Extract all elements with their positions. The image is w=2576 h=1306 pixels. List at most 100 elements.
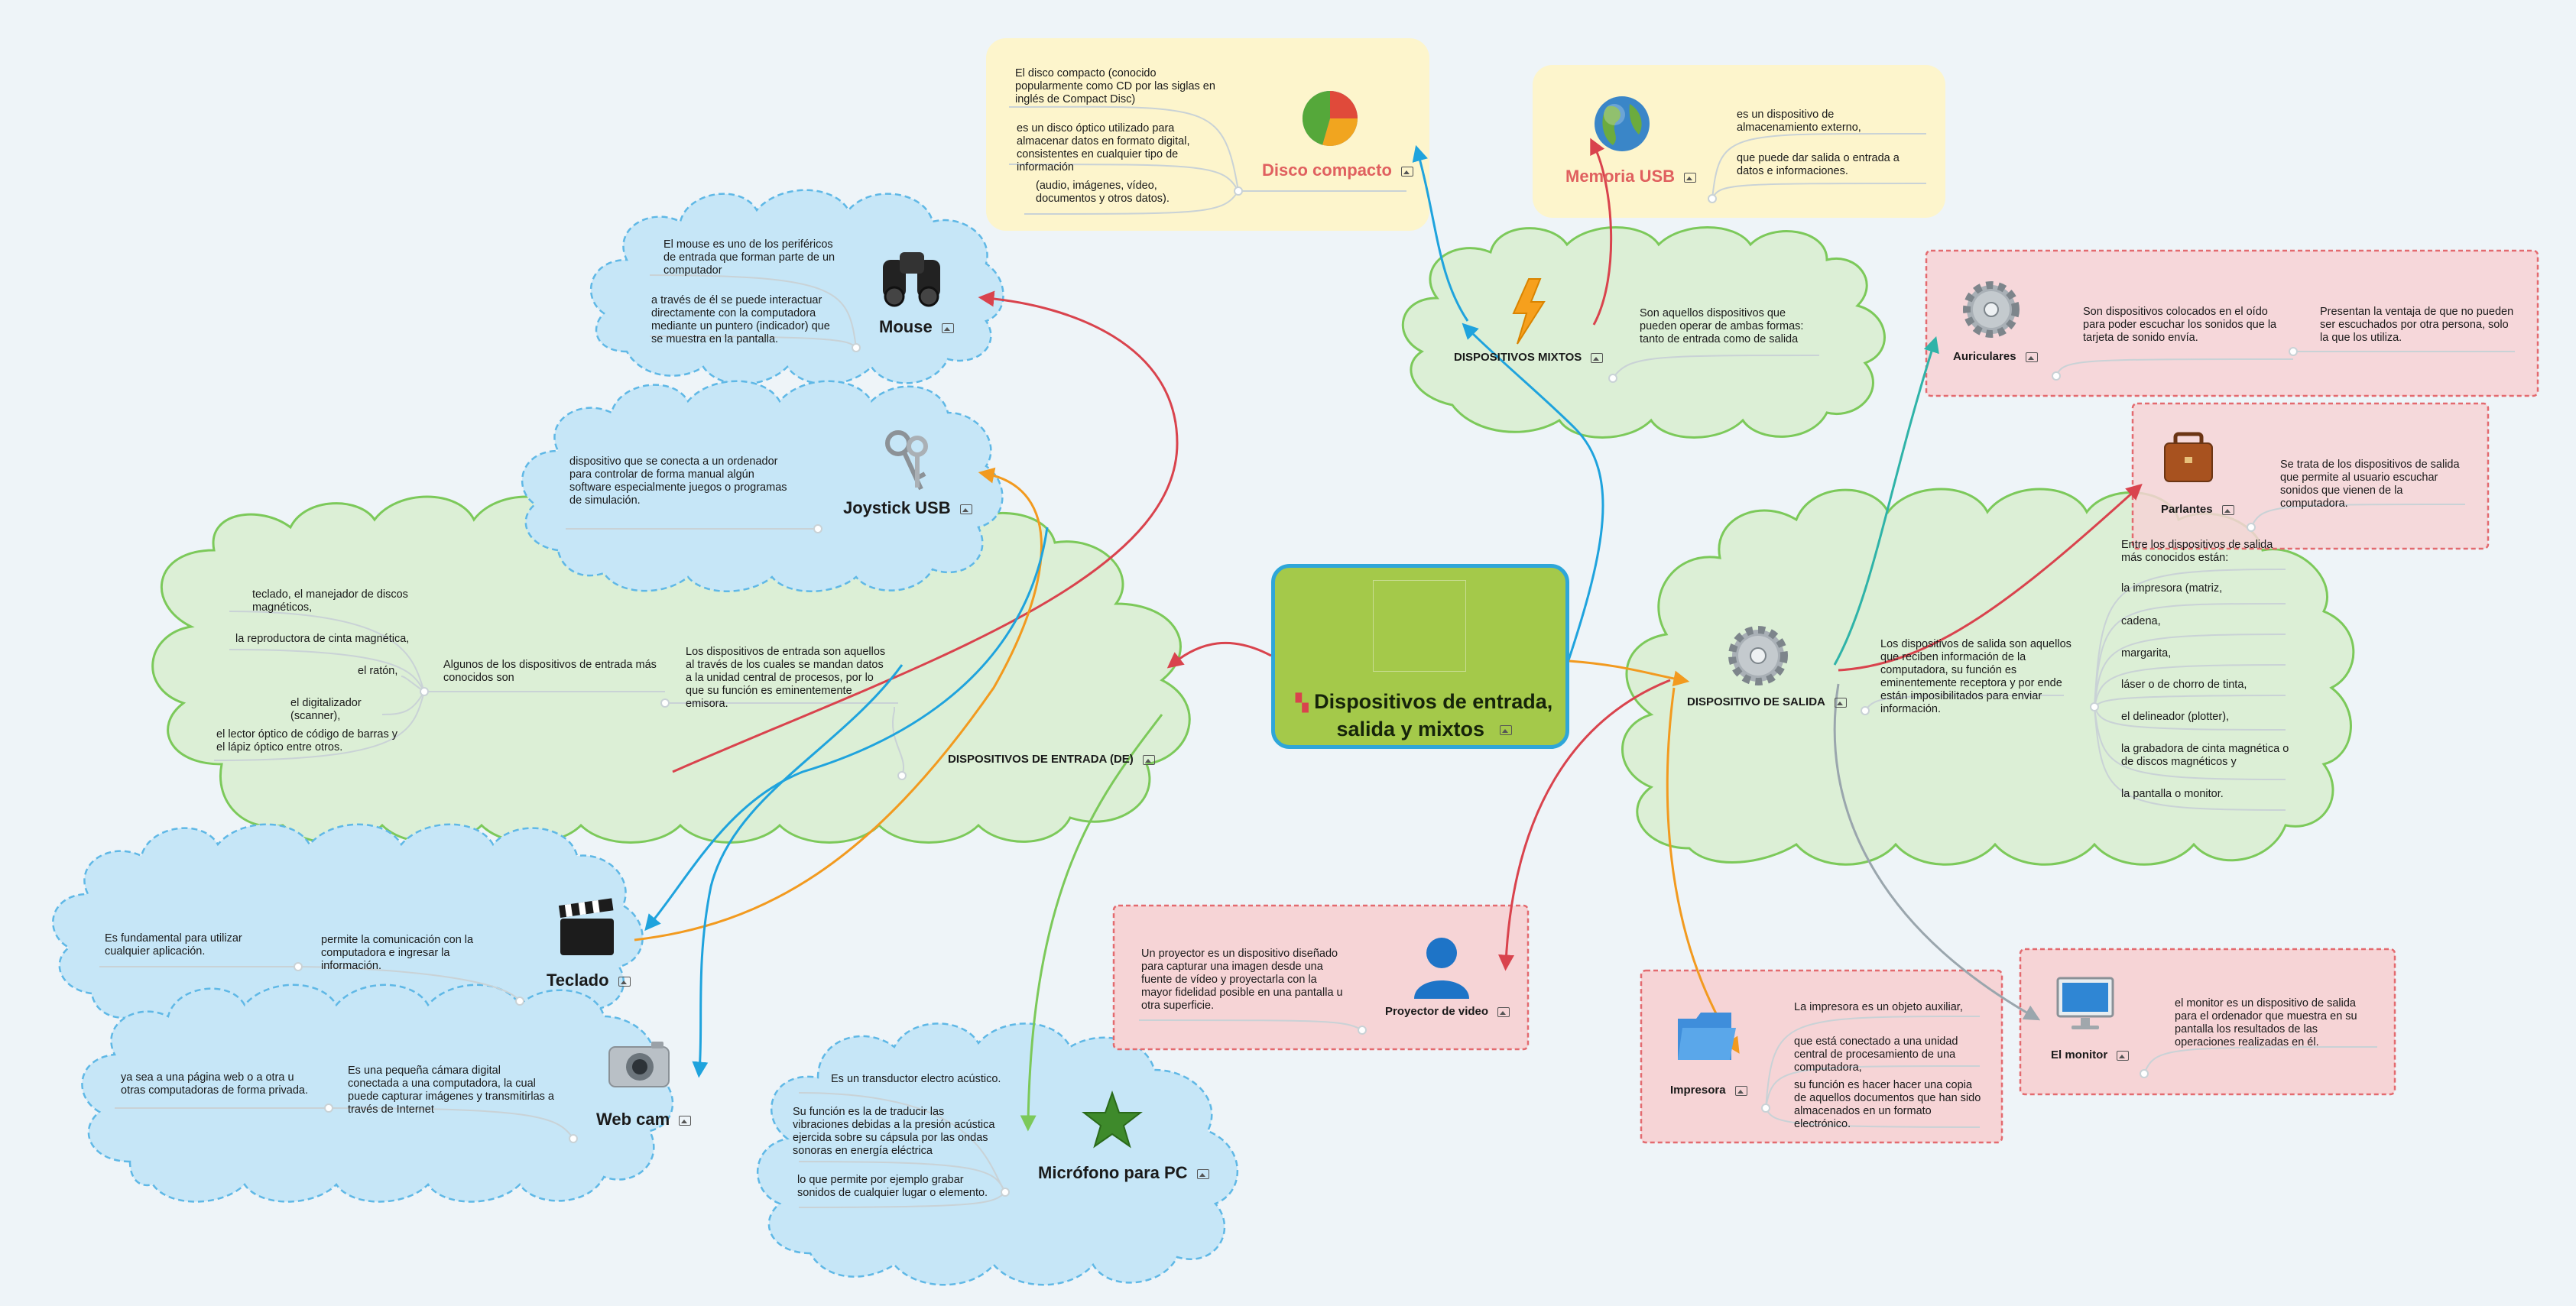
mixtos-text: Son aquellos dispositivos que pueden ope… [1640, 307, 1804, 345]
auriculares-text-1: Presentan la ventaja de que no pueden se… [2320, 306, 2514, 344]
connector-parlantes [1838, 483, 2143, 672]
folder-icon [1678, 1013, 1736, 1060]
entrada-example-0: teclado, el manejador de discos magnétic… [252, 588, 408, 614]
proyector-box [1112, 904, 1530, 1051]
image-icon[interactable] [1499, 725, 1512, 736]
image-icon[interactable] [1734, 1085, 1747, 1096]
image-icon[interactable] [618, 976, 631, 987]
monitor-label[interactable]: El monitor [2051, 1048, 2130, 1061]
image-icon[interactable] [2117, 1050, 2130, 1061]
star-icon [1082, 1090, 1143, 1149]
user-icon [1414, 938, 1469, 999]
globe-icon [1595, 96, 1650, 151]
image-icon[interactable] [2025, 352, 2038, 362]
image-icon[interactable] [679, 1115, 692, 1126]
image-icon[interactable] [1591, 352, 1604, 363]
image-icon[interactable] [1684, 172, 1697, 183]
disco-label[interactable]: Disco compacto [1262, 160, 1413, 180]
webcam-text-0: ya sea a una página web o a otra u otras… [121, 1071, 309, 1097]
connector-impresora [1666, 687, 1740, 1054]
central-topic[interactable]: ▚ Dispositivos de entrada, salida y mixt… [1271, 564, 1569, 749]
windows-logo-icon: ▚ [1295, 693, 1309, 712]
central-image-placeholder [1373, 580, 1466, 672]
mixtos-label[interactable]: DISPOSITIVOS MIXTOS [1454, 351, 1604, 364]
disco-text-2: (audio, imágenes, vídeo, documentos y ot… [1036, 180, 1170, 205]
connector-entrada [1166, 641, 1272, 669]
monitor-icon [2056, 977, 2114, 1029]
connector-monitor [1833, 683, 2041, 1021]
connector-proyector [1498, 679, 1671, 971]
salida-description: Los dispositivos de salida son aquellos … [1880, 638, 2072, 715]
salida-example-5: la grabadora de cinta magnética o de dis… [2121, 743, 2289, 768]
clapperboard-icon [558, 898, 614, 955]
central-title: ▚ Dispositivos de entrada, salida y mixt… [1295, 690, 1553, 740]
entrada-description: Los dispositivos de entrada son aquellos… [686, 646, 886, 710]
salida-example-3: láser o de chorro de tinta, [2121, 679, 2247, 691]
salida-examples-intro: Entre los dispositivos de salida más con… [2121, 539, 2273, 564]
impresora-text-1: que está conectado a una unidad central … [1794, 1035, 1958, 1074]
image-icon[interactable] [1497, 1006, 1510, 1017]
microfono-label[interactable]: Micrófono para PC [1038, 1163, 1209, 1183]
memoria-text-0: es un dispositivo de almacenamiento exte… [1737, 109, 1861, 134]
cloud-teclado [52, 823, 644, 1031]
salida-example-4: el delineador (plotter), [2121, 711, 2230, 723]
camera-icon [608, 1042, 670, 1087]
disco-text-1: es un disco óptico utilizado para almace… [1017, 122, 1190, 173]
auriculares-label[interactable]: Auriculares [1953, 350, 2038, 363]
webcam-label[interactable]: Web cam [596, 1110, 692, 1129]
connector-mouse [672, 290, 1179, 773]
memoria-text-1: que puede dar salida o entrada a datos e… [1737, 152, 1900, 177]
mouse-text-0: El mouse es uno de los periféricos de en… [663, 238, 835, 277]
connector-microfono [1020, 714, 1163, 1132]
mouse-label[interactable]: Mouse [879, 317, 954, 337]
image-icon[interactable] [1196, 1168, 1209, 1179]
impresora-text-2: su función es hacer hacer una copia de a… [1794, 1079, 1981, 1130]
proyector-label[interactable]: Proyector de video [1385, 1005, 1510, 1018]
teclado-text-1: permite la comunicación con la computado… [321, 934, 474, 972]
salida-example-1: cadena, [2121, 615, 2161, 627]
briefcase-icon [2164, 432, 2213, 482]
image-icon[interactable] [941, 322, 954, 333]
teclado-text-0: Es fundamental para utilizar cualquier a… [105, 932, 242, 958]
impresora-text-0: La impresora es un objeto auxiliar, [1794, 1001, 1963, 1013]
pie-chart-icon [1302, 90, 1358, 147]
connector-teclado [644, 527, 1049, 932]
joystick-text: dispositivo que se conecta a un ordenado… [569, 455, 787, 507]
microfono-text-1: Su función es la de traducir las vibraci… [793, 1106, 995, 1157]
entrada-example-4: el lector óptico de código de barras y e… [216, 728, 397, 753]
auriculares-text-0: Son dispositivos colocados en el oído pa… [2083, 306, 2277, 344]
connector-salida [1569, 659, 1690, 687]
image-icon[interactable] [1834, 697, 1847, 708]
image-icon[interactable] [1142, 754, 1155, 765]
image-icon[interactable] [1400, 166, 1413, 177]
connector-memoria [1590, 138, 1613, 326]
cloud-webcam [81, 984, 674, 1203]
joystick-label[interactable]: Joystick USB [843, 498, 972, 518]
impresora-label[interactable]: Impresora [1670, 1084, 1747, 1097]
entrada-label[interactable]: DISPOSITIVOS DE ENTRADA (DE) [948, 753, 1155, 766]
keys-icon [885, 430, 928, 491]
gear-icon-auriculares [1963, 281, 2020, 338]
image-icon[interactable] [959, 504, 972, 514]
cloud-mixtos [1401, 226, 1886, 439]
microfono-text-2: lo que permite por ejemplo grabar sonido… [797, 1174, 988, 1199]
connector-webcam [692, 664, 904, 1078]
connector-disco [1412, 144, 1469, 322]
parlantes-box [2131, 402, 2490, 550]
cloud-microfono [756, 1022, 1239, 1286]
salida-example-6: la pantalla o monitor. [2121, 788, 2224, 800]
teclado-label[interactable]: Teclado [547, 971, 631, 990]
image-icon[interactable] [2221, 504, 2234, 515]
entrada-example-3: el digitalizador (scanner), [290, 697, 362, 722]
salida-label[interactable]: DISPOSITIVO DE SALIDA [1687, 695, 1847, 708]
webcam-text-1: Es una pequeña cámara digital conectada … [348, 1065, 554, 1116]
binoculars-icon [883, 252, 940, 307]
connector-mixtos [1462, 322, 1604, 666]
proyector-text: Un proyector es un dispositivo diseñado … [1141, 948, 1343, 1012]
disco-text-0: El disco compacto (conocido popularmente… [1015, 67, 1215, 105]
memoria-label[interactable]: Memoria USB [1565, 167, 1697, 186]
entrada-example-2: el ratón, [358, 665, 398, 677]
parlantes-label[interactable]: Parlantes [2161, 503, 2234, 516]
auriculares-box [1925, 249, 2539, 397]
